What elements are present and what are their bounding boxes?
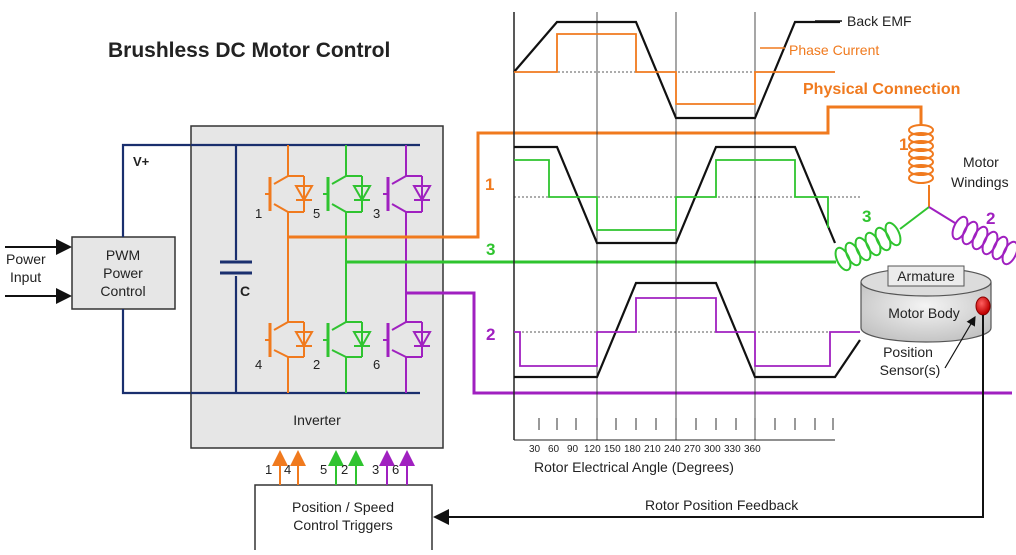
tick-label: 120 (584, 444, 601, 455)
phase2-label: 2 (486, 325, 495, 344)
tick-label: 60 (548, 444, 560, 455)
motor-body-label: Motor Body (888, 305, 960, 321)
tick-label: 210 (644, 444, 661, 455)
phase3-back-emf (514, 145, 837, 245)
phase2-back-emf (514, 281, 861, 379)
phase1-wire (288, 105, 923, 239)
position-sensor-icon (975, 296, 991, 316)
pwm-label-1: PWM (106, 247, 140, 263)
phase1-current (514, 33, 835, 105)
trigger-number: 5 (320, 462, 327, 477)
physical-connection-label: Physical Connection (803, 81, 960, 98)
capacitor-label-inner: C (240, 283, 250, 299)
trigger-arrows (272, 450, 415, 485)
control-box (254, 484, 433, 555)
switch-number: 3 (373, 206, 380, 221)
switch-number: 5 (313, 206, 320, 221)
switch-number: 4 (255, 357, 262, 372)
axis-label: Rotor Electrical Angle (Degrees) (534, 459, 734, 475)
switch-number: 1 (255, 206, 262, 221)
waveform-grid (513, 12, 860, 441)
tick-label: 270 (684, 444, 701, 455)
phase-current-label: Phase Current (789, 42, 879, 58)
feedback-line (433, 315, 984, 525)
phase1-label: 1 (485, 175, 494, 194)
motor-windings-label-2: Windings (951, 174, 1009, 190)
pwm-label-3: Control (100, 283, 145, 299)
switch-number: 6 (373, 357, 380, 372)
pwm-label-2: Power (103, 265, 143, 281)
trigger-number: 6 (392, 462, 399, 477)
winding-number: 2 (986, 209, 995, 228)
switch-number: 2 (313, 357, 320, 372)
inverter-legs (265, 145, 432, 393)
axis-ticks (538, 418, 834, 430)
power-input-label: Power (6, 251, 46, 267)
sensor-pointer (944, 315, 976, 369)
tick-label: 150 (604, 444, 621, 455)
sensor-label-2: Sensor(s) (880, 362, 941, 378)
trigger-number: 2 (341, 462, 348, 477)
feedback-label: Rotor Position Feedback (645, 497, 799, 513)
axis-tick-labels: 30 60 90 120 150 180 210 240 270 300 330… (529, 444, 761, 455)
motor-windings (834, 124, 1016, 272)
control-label-1: Position / Speed (292, 499, 394, 515)
tick-label: 240 (664, 444, 681, 455)
phase1-back-emf (513, 20, 840, 120)
trigger-number: 3 (372, 462, 379, 477)
pwm-box (71, 236, 176, 310)
tick-label: 300 (704, 444, 721, 455)
motor-windings-label: Motor (963, 154, 999, 170)
tick-label: 30 (529, 444, 541, 455)
control-label-2: Control Triggers (293, 517, 393, 533)
back-emf-label: Back EMF (847, 13, 912, 29)
page-title: Brushless DC Motor Control (108, 39, 390, 62)
sensor-label: Position (883, 344, 933, 360)
tick-label: 360 (744, 444, 761, 455)
phase2-wire (406, 291, 1012, 395)
winding-number: 1 (899, 135, 908, 154)
vplus-label: V+ (133, 154, 150, 169)
winding-number: 3 (862, 207, 871, 226)
phase3-label: 3 (486, 240, 495, 259)
inverter-label: Inverter (293, 412, 341, 428)
power-input-label-2: Input (10, 269, 41, 285)
tick-label: 330 (724, 444, 741, 455)
phase3-current (514, 159, 829, 231)
phase2-current (514, 297, 860, 367)
motor-body (860, 265, 992, 343)
tick-label: 180 (624, 444, 641, 455)
inverter-bus (191, 143, 420, 395)
trigger-number: 4 (284, 462, 291, 477)
trigger-number: 1 (265, 462, 272, 477)
tick-label: 90 (567, 444, 579, 455)
power-input: Power Input (5, 239, 72, 304)
armature-label: Armature (897, 268, 955, 284)
